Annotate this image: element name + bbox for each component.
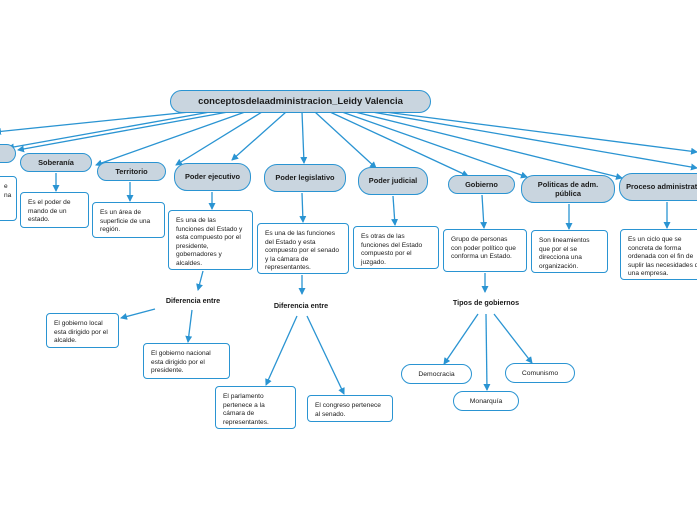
connector-line (371, 111, 697, 171)
topic-gobierno[interactable]: Gobierno (448, 175, 515, 194)
ejecutivo-gobierno-nacional: El gobierno nacional esta dirigido por e… (143, 343, 230, 379)
tipo-monarquia[interactable]: Monarquía (453, 391, 519, 411)
legislativo-difference-heading[interactable]: Diferencia entre (273, 300, 329, 310)
tipo-comunismo[interactable]: Comunismo (505, 363, 575, 383)
description-territorio: Es un área de superficie de una región. (92, 202, 165, 238)
connector-line (341, 111, 528, 179)
topic-politicas-adm-publica[interactable]: Politicas de adm. pública (521, 175, 615, 203)
connector-line (306, 315, 345, 395)
connector-line (7, 111, 211, 151)
connector-line (300, 111, 308, 164)
topic-proceso-administrativo[interactable]: Proceso administrativo (619, 173, 697, 201)
legislativo-parlamento: El parlamento pertenece a la cámara de r… (215, 386, 296, 429)
connector-line (231, 111, 287, 161)
connector-line (329, 111, 469, 177)
connector-line (17, 111, 229, 153)
description-proceso: Es un ciclo que se concreta de forma ord… (620, 229, 697, 280)
connector-line (175, 111, 263, 166)
tipos-gobiernos-heading[interactable]: Tipos de gobiernos (452, 297, 520, 307)
topic-poder-judicial[interactable]: Poder judicial (358, 167, 428, 195)
connector-line (493, 313, 533, 364)
description-poder-judicial: Es otras de las funciones del Estado com… (353, 226, 439, 269)
topic-soberania[interactable]: Soberanía (20, 153, 92, 172)
description-poder-ejecutivo: Es una de las funciones del Estado y est… (168, 210, 253, 270)
ejecutivo-difference-heading[interactable]: Diferencia entre (165, 295, 221, 305)
topic-territorio[interactable]: Territorio (97, 162, 166, 181)
connector-line (391, 195, 399, 226)
topic-poder-ejecutivo[interactable]: Poder ejecutivo (174, 163, 251, 191)
connector-line (95, 111, 246, 167)
connector-line (354, 111, 623, 180)
connector-line (185, 309, 193, 343)
description-politicas: Son lineamientos que por el se direccion… (531, 230, 608, 273)
connector-line (0, 111, 191, 135)
tipo-democracia[interactable]: Democracia (401, 364, 472, 384)
description-soberania: Es el poder de mando de un estado. (20, 192, 89, 228)
description-partial-left: e na (0, 176, 17, 221)
topic-partial-left[interactable] (0, 144, 16, 163)
connector-line (265, 315, 298, 386)
connector-line (483, 313, 491, 391)
connector-line (299, 192, 307, 223)
description-poder-legislativo: Es una de las funciones del Estado y est… (257, 223, 349, 274)
connector-line (480, 194, 488, 229)
topic-poder-legislativo[interactable]: Poder legislativo (264, 164, 346, 192)
connector-line (443, 313, 479, 365)
description-gobierno: Grupo de personas con poder político que… (443, 229, 527, 272)
connector-line (120, 308, 156, 320)
ejecutivo-gobierno-local: El gobierno local esta dirigido por el a… (46, 313, 119, 348)
connector-line (314, 111, 377, 169)
connector-line (384, 111, 697, 155)
legislativo-congreso: El congreso pertenece al senado. (307, 395, 393, 422)
root-topic[interactable]: conceptosdelaadministracion_Leidy Valenc… (170, 90, 431, 113)
connector-line (196, 270, 204, 291)
